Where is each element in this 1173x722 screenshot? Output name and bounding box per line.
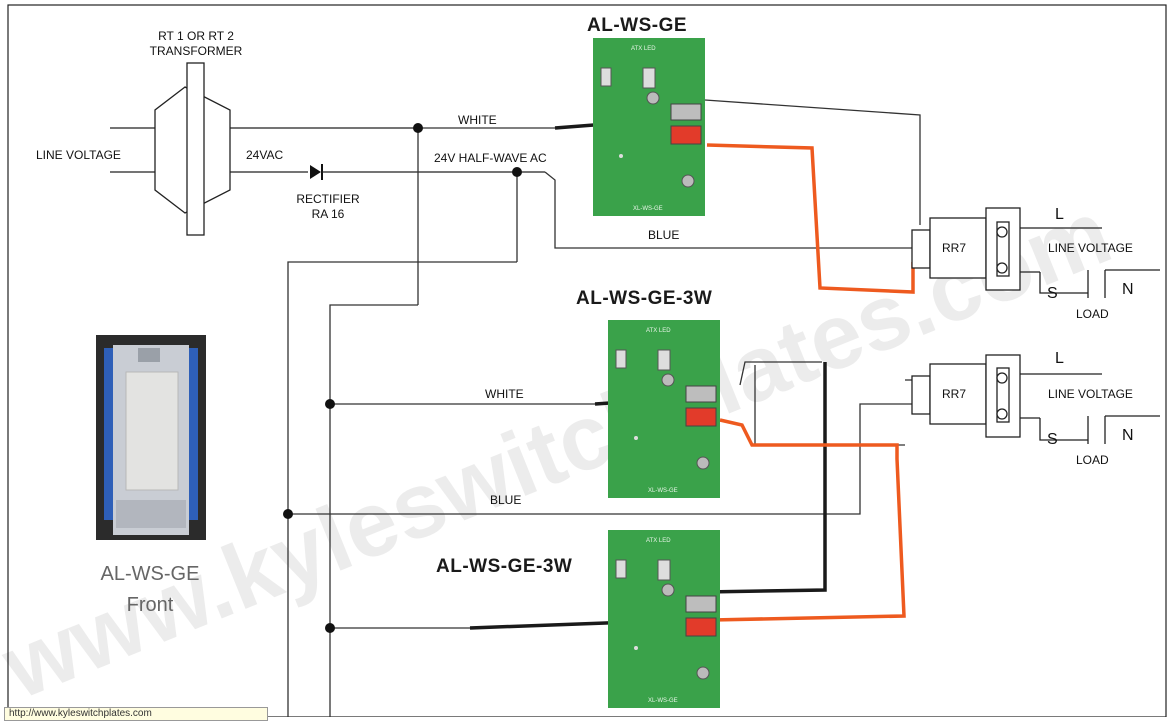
- pcb-logo: ATX LED: [646, 328, 671, 334]
- relay-2-l-label: L: [1055, 350, 1064, 367]
- pcb-pad: [634, 436, 638, 440]
- switch-front-photo: [96, 335, 206, 540]
- pcb-pad: [634, 646, 638, 650]
- pcb-led: [615, 349, 627, 369]
- junction-dots: [283, 123, 522, 633]
- relay-2-s-label: S: [1047, 431, 1058, 448]
- relay-rr7-1: [911, 207, 1160, 298]
- bus-wires: [287, 99, 921, 717]
- relay-rr7-2: [911, 354, 1160, 444]
- pcb-label: XL-WS-GE: [633, 206, 663, 212]
- relay-2-n-label: N: [1122, 427, 1134, 444]
- blue-wire-label-2: BLUE: [490, 493, 521, 507]
- terminal-gray: [685, 385, 717, 403]
- rectifier-label: RECTIFIER: [296, 192, 360, 206]
- pcb-pad: [619, 154, 623, 158]
- line-voltage-input-label: LINE VOLTAGE: [36, 148, 121, 162]
- terminal-gray: [670, 103, 702, 121]
- vac-label: 24VAC: [246, 148, 283, 162]
- rectifier-diode: [310, 164, 545, 180]
- pcb-logo: ATX LED: [631, 46, 656, 52]
- pcb-component: [642, 67, 656, 89]
- pcb-screw: [661, 373, 675, 387]
- pcb-screw: [681, 174, 695, 188]
- white-wire-label: WHITE: [458, 113, 497, 127]
- half-wave-label: 24V HALF-WAVE AC: [434, 151, 547, 165]
- pcb-module-1: ATX LED XL-WS-GE: [593, 38, 705, 216]
- transformer-label: RT 1 OR RT 2: [158, 29, 234, 43]
- relay-2-load-label: LOAD: [1076, 453, 1109, 467]
- front-caption-model: AL-WS-GE: [101, 563, 200, 585]
- pcb-label: XL-WS-GE: [648, 488, 678, 494]
- white-wire-label-2: WHITE: [485, 387, 524, 401]
- relay-2-line-voltage: LINE VOLTAGE: [1048, 387, 1133, 401]
- orange-wires: [706, 143, 915, 622]
- blue-wire-label: BLUE: [648, 228, 679, 242]
- terminal-red: [670, 125, 702, 145]
- pcb-led: [615, 559, 627, 579]
- relay-1-n-label: N: [1122, 281, 1134, 298]
- pcb-logo: ATX LED: [646, 538, 671, 544]
- pcb-screw: [646, 91, 660, 105]
- relay-1-label: RR7: [942, 241, 966, 255]
- transformer: [110, 62, 418, 236]
- relay-1-s-label: S: [1047, 285, 1058, 302]
- module-1-title: AL-WS-GE: [587, 15, 687, 36]
- pcb-label: XL-WS-GE: [648, 698, 678, 704]
- relay-1-l-label: L: [1055, 206, 1064, 223]
- pcb-led: [600, 67, 612, 87]
- terminal-red: [685, 407, 717, 427]
- terminal-gray: [685, 595, 717, 613]
- relay-1-load-label: LOAD: [1076, 307, 1109, 321]
- module-2-title: AL-WS-GE-3W: [576, 288, 712, 309]
- pcb-module-3: ATX LED XL-WS-GE: [608, 530, 720, 708]
- relay-1-line-voltage: LINE VOLTAGE: [1048, 241, 1133, 255]
- pcb-component: [657, 559, 671, 581]
- front-caption-front: Front: [127, 594, 174, 616]
- pcb-module-2: ATX LED XL-WS-GE: [608, 320, 720, 498]
- module-3-title: AL-WS-GE-3W: [436, 556, 572, 577]
- pcb-screw: [696, 666, 710, 680]
- transformer-label-2: TRANSFORMER: [150, 44, 243, 58]
- terminal-red: [685, 617, 717, 637]
- pcb-screw: [661, 583, 675, 597]
- relay-2-label: RR7: [942, 387, 966, 401]
- pcb-screw: [696, 456, 710, 470]
- rectifier-model-label: RA 16: [312, 207, 345, 221]
- url-tooltip: http://www.kyleswitchplates.com: [4, 707, 268, 721]
- pcb-component: [657, 349, 671, 371]
